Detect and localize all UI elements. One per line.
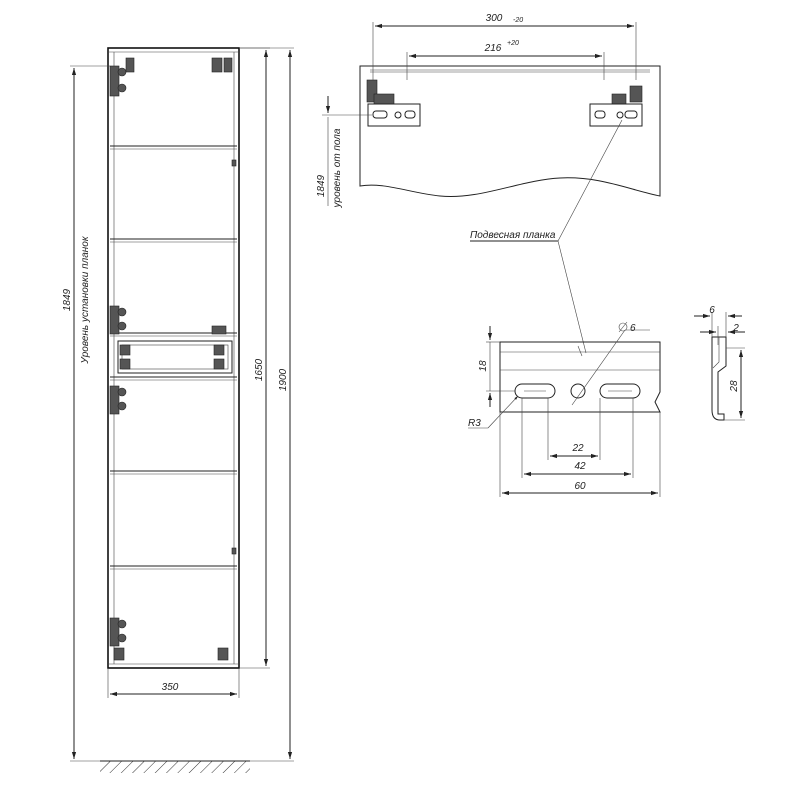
rail-leader: Подвесная планка: [470, 119, 623, 354]
hinge-hardware: [109, 57, 237, 661]
floor-hatching: [100, 761, 250, 773]
dim-1849-top: 1849: [316, 174, 327, 197]
dim-28: 28: [729, 380, 740, 393]
dim-22: 22: [571, 443, 584, 454]
floor-level-caption: уровень от пола: [332, 128, 343, 208]
dim-r3: R3: [468, 418, 481, 429]
dim-18: 18: [478, 360, 489, 372]
cabinet-front-view: [100, 47, 250, 773]
cabinet-outline: [107, 47, 240, 669]
middle-panel: [117, 340, 233, 374]
dim-hole-6: 6: [630, 323, 636, 334]
dim-350: 350: [162, 682, 179, 693]
rail-label: Подвесная планка: [470, 230, 556, 241]
dimension-height-total: 1900: [239, 47, 294, 762]
dimension-mount-level: 1849 Уровень установки планок: [62, 65, 110, 762]
top-dimensions: 300 -20 216 +20 1849 уровень от пола: [316, 13, 637, 208]
mount-level-caption: Уровень установки планок: [80, 235, 91, 364]
dim-2: 2: [732, 323, 739, 334]
dim-1900: 1900: [278, 368, 289, 391]
rail-detail: [499, 341, 661, 413]
center-hole: [570, 383, 586, 399]
dim-1849-left: 1849: [62, 288, 73, 311]
rail-profile: [711, 336, 727, 421]
dimension-height-body: 1650: [239, 47, 270, 669]
profile-dimensions: 6 2 28: [694, 305, 745, 421]
dim-60: 60: [574, 481, 586, 492]
dim-216-tolerance: +20: [507, 40, 519, 47]
dim-216: 216: [484, 43, 502, 54]
dim-1650: 1650: [254, 358, 265, 381]
dim-300: 300: [486, 13, 503, 24]
shelves: [110, 145, 237, 570]
slot-right: [599, 383, 641, 399]
rail-dimensions: 6 R3 18 22 42 60: [468, 321, 661, 497]
dim-300-tolerance: -20: [513, 17, 523, 24]
dim-6: 6: [709, 305, 715, 316]
dimension-width: 350: [107, 668, 240, 698]
dim-42: 42: [574, 461, 586, 472]
top-detail-view: [359, 65, 661, 198]
